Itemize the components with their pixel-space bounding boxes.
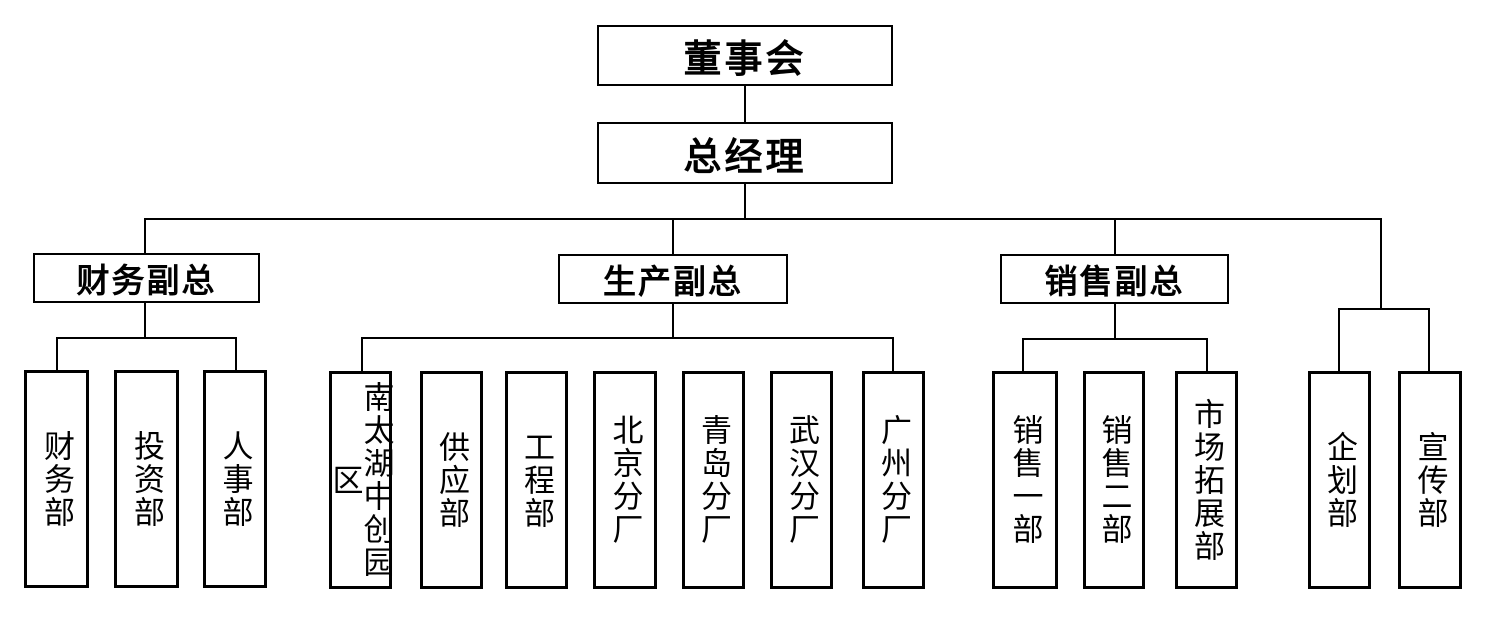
connector-finance-vp-down <box>144 303 146 337</box>
connector-board-to-gm <box>744 85 746 122</box>
org-node-beijing-branch: 北京分厂 <box>593 371 657 589</box>
org-node-finance-dept-label: 财务部 <box>39 429 74 529</box>
connector-main-bus <box>144 218 1382 220</box>
connector-bus-to-finance-vp <box>144 218 146 253</box>
connector-finance-bus <box>56 337 237 339</box>
connector-production-bus <box>361 337 894 339</box>
org-node-sales-dept-1: 销售一部 <box>992 371 1058 589</box>
org-node-nantaihu-park: 南太湖中创园区 <box>327 371 394 589</box>
org-node-publicity-dept: 宣传部 <box>1398 371 1462 589</box>
connector-staff-bus <box>1338 308 1430 310</box>
org-node-guangzhou-branch: 广州分厂 <box>862 371 925 589</box>
org-node-qingdao-branch: 青岛分厂 <box>682 371 745 589</box>
connector-finance-child3 <box>235 337 237 370</box>
org-node-engineering-dept: 工程部 <box>505 371 568 589</box>
org-node-wuhan-branch: 武汉分厂 <box>770 371 833 589</box>
org-node-market-expansion-dept: 市场拓展部 <box>1175 371 1238 589</box>
org-node-finance-dept: 财务部 <box>24 370 89 588</box>
org-node-production-vp: 生产副总 <box>558 254 788 304</box>
org-node-qingdao-branch-label: 青岛分厂 <box>696 414 731 546</box>
org-node-supply-dept-label: 供应部 <box>434 430 469 530</box>
connector-production-child1 <box>361 337 363 372</box>
connector-sales-vp-down <box>1114 304 1116 338</box>
org-node-general-manager: 总经理 <box>597 122 893 184</box>
connector-production-child7 <box>892 337 894 372</box>
connector-sales-child1 <box>1022 338 1024 371</box>
org-node-beijing-branch-label: 北京分厂 <box>607 414 643 546</box>
connector-finance-child1 <box>56 337 58 370</box>
connector-staff-child2 <box>1428 308 1430 371</box>
org-node-investment-dept-label: 投资部 <box>129 429 164 529</box>
org-node-board-of-directors: 董事会 <box>597 25 893 86</box>
connector-bus-to-staff-group <box>1380 218 1382 308</box>
org-node-engineering-dept-label: 工程部 <box>519 430 554 530</box>
connector-gm-to-bus <box>744 184 746 218</box>
org-node-planning-dept: 企划部 <box>1308 371 1371 589</box>
connector-sales-child3 <box>1206 338 1208 371</box>
org-node-sales-vp: 销售副总 <box>1000 254 1229 304</box>
org-node-sales-dept-2-label: 销售二部 <box>1096 414 1132 546</box>
org-node-market-expansion-dept-label: 市场拓展部 <box>1189 397 1224 563</box>
org-node-hr-dept: 人事部 <box>203 370 267 588</box>
org-node-supply-dept: 供应部 <box>420 371 483 589</box>
org-node-nantaihu-park-label: 南太湖中创园区 <box>327 381 394 579</box>
connector-bus-to-production-vp <box>672 218 674 254</box>
org-node-investment-dept: 投资部 <box>114 370 179 588</box>
org-node-sales-dept-2: 销售二部 <box>1083 371 1145 589</box>
org-node-hr-dept-label: 人事部 <box>217 429 253 529</box>
org-node-guangzhou-branch-label: 广州分厂 <box>876 414 911 546</box>
org-node-sales-dept-1-label: 销售一部 <box>1007 414 1043 546</box>
connector-sales-bus <box>1022 338 1208 340</box>
org-node-wuhan-branch-label: 武汉分厂 <box>784 414 819 546</box>
connector-staff-child1 <box>1338 308 1340 371</box>
org-node-finance-vp: 财务副总 <box>33 253 260 303</box>
org-node-planning-dept-label: 企划部 <box>1322 430 1357 530</box>
connector-production-vp-down <box>672 304 674 337</box>
connector-bus-to-sales-vp <box>1114 218 1116 254</box>
org-node-publicity-dept-label: 宣传部 <box>1412 430 1448 530</box>
